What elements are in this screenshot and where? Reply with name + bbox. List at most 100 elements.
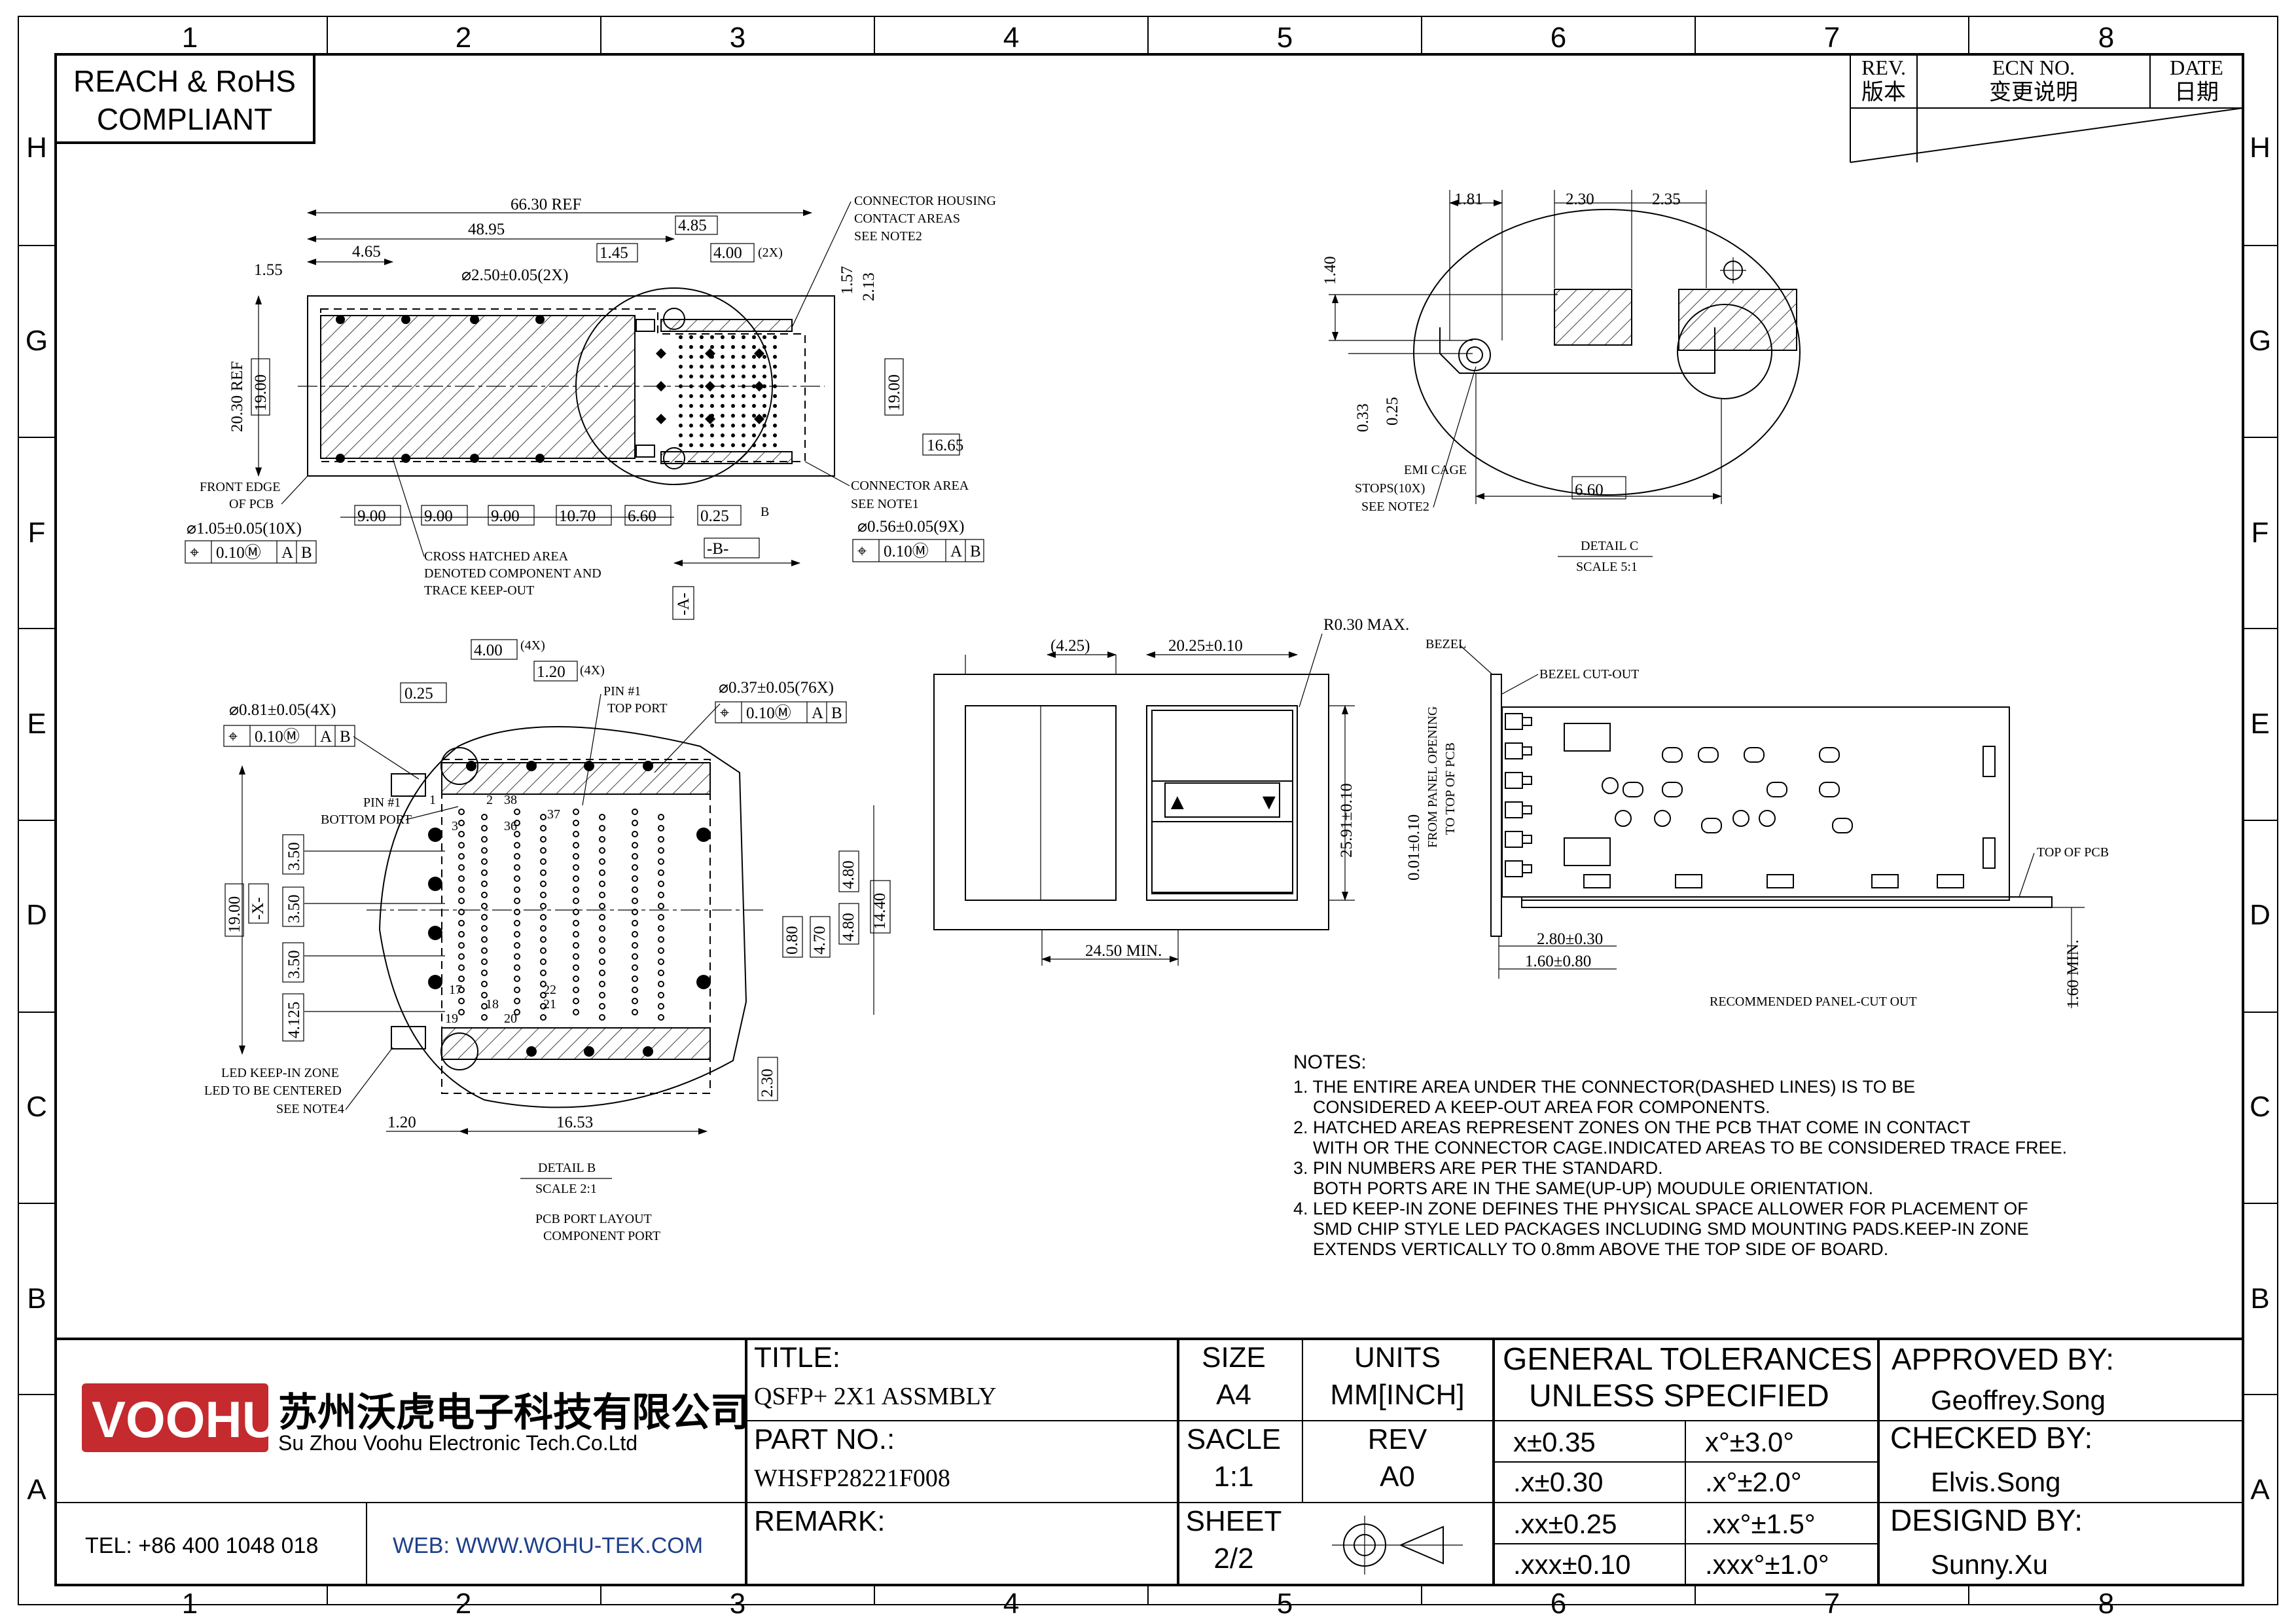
detail-b-caption-1: PCB PORT LAYOUT [535, 1212, 652, 1226]
pin [742, 355, 745, 359]
db-pin [573, 842, 579, 848]
db-fcf-left-tol: 0.10Ⓜ [255, 727, 300, 746]
pin [742, 394, 745, 398]
pin [700, 404, 704, 408]
fcf-right-tol: 0.10Ⓜ [884, 542, 929, 560]
sv-latch [1982, 746, 1996, 777]
db-pin [540, 869, 547, 876]
sv-foot [1767, 874, 1794, 888]
pin [689, 394, 693, 398]
company-name-en: Su Zhou Voohu Electronic Tech.Co.Ltd [278, 1431, 637, 1455]
db-dim-19-00: 19.00 [226, 896, 243, 933]
pin-star [754, 348, 764, 359]
db-pin [540, 981, 547, 987]
pin-num-17: 17 [449, 983, 462, 997]
detail-c-hole [1677, 304, 1772, 399]
db-pin [573, 953, 579, 960]
title-label: TITLE: [754, 1341, 840, 1374]
pin-star [705, 348, 715, 359]
sv-slot [1623, 782, 1643, 797]
panel-cutout-caption: RECOMMENDED PANEL-CUT OUT [1710, 994, 1917, 1009]
db-pin [458, 875, 465, 882]
sv-foot [1583, 874, 1611, 888]
date-header-cn: 日期 [2174, 81, 2219, 105]
units-label: UNITS [1354, 1341, 1441, 1374]
pin [689, 345, 693, 349]
db-pin [540, 858, 547, 865]
detail-b-scale: SCALE 2:1 [535, 1182, 597, 1196]
db-pin [514, 909, 520, 915]
db-pin [458, 998, 465, 1004]
pin [742, 335, 745, 339]
mount-hole [535, 315, 545, 324]
company-tel: TEL: +86 400 1048 018 [85, 1533, 318, 1558]
row-label-left: A [27, 1474, 46, 1506]
dim-9-00-b: 9.00 [424, 507, 453, 525]
pin [762, 424, 766, 428]
pin [710, 345, 714, 349]
pin [700, 384, 704, 388]
db-pin [573, 976, 579, 982]
pin [742, 384, 745, 388]
db-pin [458, 831, 465, 837]
db-pin [632, 964, 638, 971]
db-mount-hole [526, 1046, 537, 1057]
mount-holes [336, 315, 545, 463]
db-pin [514, 942, 520, 949]
checked-value: Elvis.Song [1931, 1467, 2060, 1497]
pin [762, 433, 766, 437]
detail-c-ellipse [1413, 209, 1801, 496]
pin [752, 414, 756, 418]
pin [710, 424, 714, 428]
db-pin [573, 875, 579, 882]
db-pin [514, 987, 520, 993]
db-pin [599, 981, 605, 987]
mount-hole [336, 454, 345, 463]
cross-hatched-area [320, 315, 636, 459]
fcf-left-tol: 0.10Ⓜ [216, 543, 261, 562]
db-pin [481, 925, 488, 932]
sv-led [1505, 742, 1523, 759]
sv-dim-2-80: 2.80±0.30 [1537, 930, 1603, 948]
pin-array [656, 335, 777, 447]
detail-b-title: DETAIL B [538, 1161, 596, 1175]
db-pin [540, 903, 547, 909]
db-hatch-top [441, 762, 711, 795]
db-pin [632, 909, 638, 915]
pin [721, 335, 725, 339]
sv-slot [1701, 818, 1722, 833]
db-mount-hole [696, 975, 711, 989]
db-dim-4-125: 4.125 [285, 1002, 303, 1038]
fcf-right-a: A [950, 543, 962, 560]
pin [752, 404, 756, 408]
db-pin [481, 936, 488, 943]
db-pin [658, 981, 664, 987]
db-mount-hole [696, 828, 711, 842]
dc-dim-2-35: 2.35 [1652, 191, 1681, 208]
pin [773, 374, 777, 378]
db-pin [514, 931, 520, 938]
db-pin [540, 1003, 547, 1010]
bezel [1490, 674, 1502, 937]
note-line: CONSIDERED A KEEP-OUT AREA FOR COMPONENT… [1293, 1097, 1770, 1117]
port-bottom [1151, 821, 1293, 893]
db-pin [458, 987, 465, 993]
pin [731, 355, 735, 359]
db-led-bottom [391, 1026, 426, 1049]
db-pin [599, 858, 605, 865]
approved-label: APPROVED BY: [1892, 1342, 2114, 1376]
col-label-top: 8 [2098, 22, 2114, 54]
company-name-cn: 苏州沃虎电子科技有限公司 [278, 1391, 749, 1434]
sv-led-pin [1522, 835, 1532, 844]
row-label-left: F [28, 517, 46, 549]
sv-slot [1662, 782, 1683, 797]
db-pin [458, 820, 465, 826]
sv-note-2: TO TOP OF PCB [1443, 742, 1458, 835]
panel-outline [933, 674, 1329, 930]
db-fcf-left-symbol: ⌖ [228, 728, 238, 746]
pin [762, 355, 766, 359]
sv-led [1505, 772, 1523, 789]
pin [679, 404, 683, 408]
cage-body [1501, 706, 2010, 901]
